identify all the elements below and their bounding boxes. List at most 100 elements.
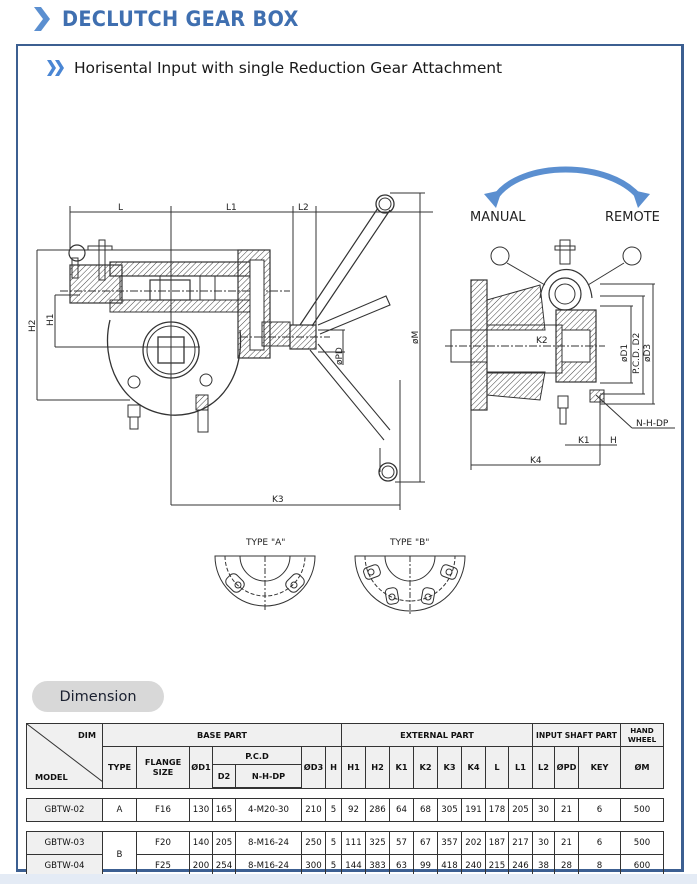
header-l2: L2 — [532, 746, 555, 789]
label-H2: H2 — [28, 320, 38, 333]
label-D1: øD1 — [620, 344, 630, 362]
table-row: GBTW-02 A F16 130 165 4-M20-30 210 5 92 … — [26, 798, 664, 822]
label-PD: øPD — [335, 347, 345, 365]
header-h1: H1 — [341, 746, 366, 789]
page-header: DECLUTCH GEAR BOX — [32, 4, 319, 34]
dimension-table: DIM MODEL BASE PART EXTERNAL PART INPUT … — [26, 723, 664, 878]
cell-flange: F20 — [136, 831, 190, 855]
label-D3: øD3 — [643, 344, 653, 362]
flange-type-a-diagram — [214, 555, 316, 610]
arrow-left-head-icon — [484, 190, 502, 208]
cell-pd: 21 — [554, 831, 579, 855]
label-K2: K2 — [536, 336, 548, 346]
cell-model: GBTW-03 — [26, 831, 103, 855]
table-spacer — [26, 821, 664, 832]
header-l: L — [485, 746, 509, 789]
cell-l1: 205 — [508, 798, 533, 822]
header-k3: K3 — [437, 746, 462, 789]
header-base-part: BASE PART — [102, 723, 342, 747]
header-l1: L1 — [508, 746, 533, 789]
cell-d1: 130 — [189, 798, 213, 822]
type-b-label: TYPE "B" — [389, 538, 429, 548]
manual-remote-arrow-icon — [492, 166, 643, 200]
table-spacer — [26, 787, 664, 799]
header-pcd: P.C.D — [212, 746, 302, 765]
header-k4: K4 — [461, 746, 486, 789]
type-a-label: TYPE "A" — [245, 538, 285, 548]
cell-l: 187 — [485, 831, 509, 855]
cell-h1: 92 — [341, 798, 366, 822]
cell-l2: 30 — [532, 798, 555, 822]
header-external-part: EXTERNAL PART — [341, 723, 533, 747]
header-m: ØM — [620, 746, 664, 789]
dim-model-corner: DIM MODEL — [26, 723, 103, 789]
arrow-right-head-icon — [632, 190, 650, 208]
end-view — [445, 239, 675, 470]
cell-d2: 165 — [212, 798, 236, 822]
label-K4: K4 — [530, 456, 542, 466]
cell-l: 178 — [485, 798, 509, 822]
side-view — [36, 192, 433, 510]
header-h: H — [325, 746, 342, 789]
remote-label: REMOTE — [605, 210, 660, 225]
cell-k4: 202 — [461, 831, 486, 855]
table-row: GBTW-03 B F20 140 205 8-M16-24 250 5 111… — [26, 831, 664, 878]
cell-flange: F16 — [136, 798, 190, 822]
table-header-row-1: DIM MODEL BASE PART EXTERNAL PART INPUT … — [26, 723, 664, 789]
header-nhdp: N-H-DP — [235, 764, 302, 789]
header-dim: DIM — [78, 730, 96, 740]
cell-l1: 217 — [508, 831, 533, 855]
header-flange-size: FLANGE SIZE — [136, 746, 190, 789]
diagonal-divider — [27, 724, 103, 782]
dimension-title: Dimension — [59, 688, 137, 705]
flange-type-b-diagram — [354, 555, 466, 614]
header-d1: ØD1 — [189, 746, 213, 789]
header-h2: H2 — [365, 746, 390, 789]
cell-m: 500 — [620, 798, 664, 822]
header-key: KEY — [578, 746, 621, 789]
page-title: DECLUTCH GEAR BOX — [62, 7, 299, 31]
label-NHDP: N-H-DP — [636, 419, 669, 429]
cell-h2: 286 — [365, 798, 390, 822]
header-d2: D2 — [212, 764, 236, 789]
label-M: øM — [411, 331, 421, 344]
cell-type: A — [102, 798, 137, 822]
cell-k4: 191 — [461, 798, 486, 822]
header-hand-wheel: HAND WHEEL — [620, 723, 664, 747]
header-k1: K1 — [389, 746, 414, 789]
cell-k1: 57 — [389, 831, 414, 855]
cell-nhdp: 4-M20-30 — [235, 798, 302, 822]
table-header-row-3: D2 N-H-DP — [27, 764, 664, 789]
label-L2: L2 — [298, 203, 309, 213]
cell-key: 6 — [578, 798, 621, 822]
cell-k1: 64 — [389, 798, 414, 822]
manual-label: MANUAL — [470, 210, 526, 225]
header-type: TYPE — [102, 746, 137, 789]
cell-key: 6 — [578, 831, 621, 855]
cell-type: B — [102, 831, 137, 878]
cell-model: GBTW-02 — [26, 798, 103, 822]
cell-nhdp: 8-M16-24 — [235, 831, 302, 855]
cell-d2: 205 — [212, 831, 236, 855]
header-d3: ØD3 — [301, 746, 326, 789]
dimension-section-label: Dimension — [32, 681, 164, 712]
cell-h: 5 — [325, 831, 342, 855]
label-K3: K3 — [272, 495, 284, 505]
section-heading: Horisental Input with single Reduction G… — [46, 59, 502, 77]
cell-k3: 305 — [437, 798, 462, 822]
cell-d3: 210 — [301, 798, 326, 822]
cell-d1: 140 — [189, 831, 213, 855]
cell-h: 5 — [325, 798, 342, 822]
cell-pd: 21 — [554, 798, 579, 822]
cell-d3: 250 — [301, 831, 326, 855]
section-subtitle: Horisental Input with single Reduction G… — [74, 59, 502, 77]
cell-k2: 67 — [413, 831, 438, 855]
cell-l2: 30 — [532, 831, 555, 855]
cell-m: 500 — [620, 831, 664, 855]
label-L1: L1 — [226, 203, 237, 213]
label-L: L — [118, 203, 123, 213]
label-H1: H1 — [46, 314, 56, 327]
label-H: H — [610, 436, 617, 446]
table-header-row-2: TYPE FLANGE SIZE ØD1 P.C.D ØD3 H H1 H2 K… — [27, 746, 664, 789]
